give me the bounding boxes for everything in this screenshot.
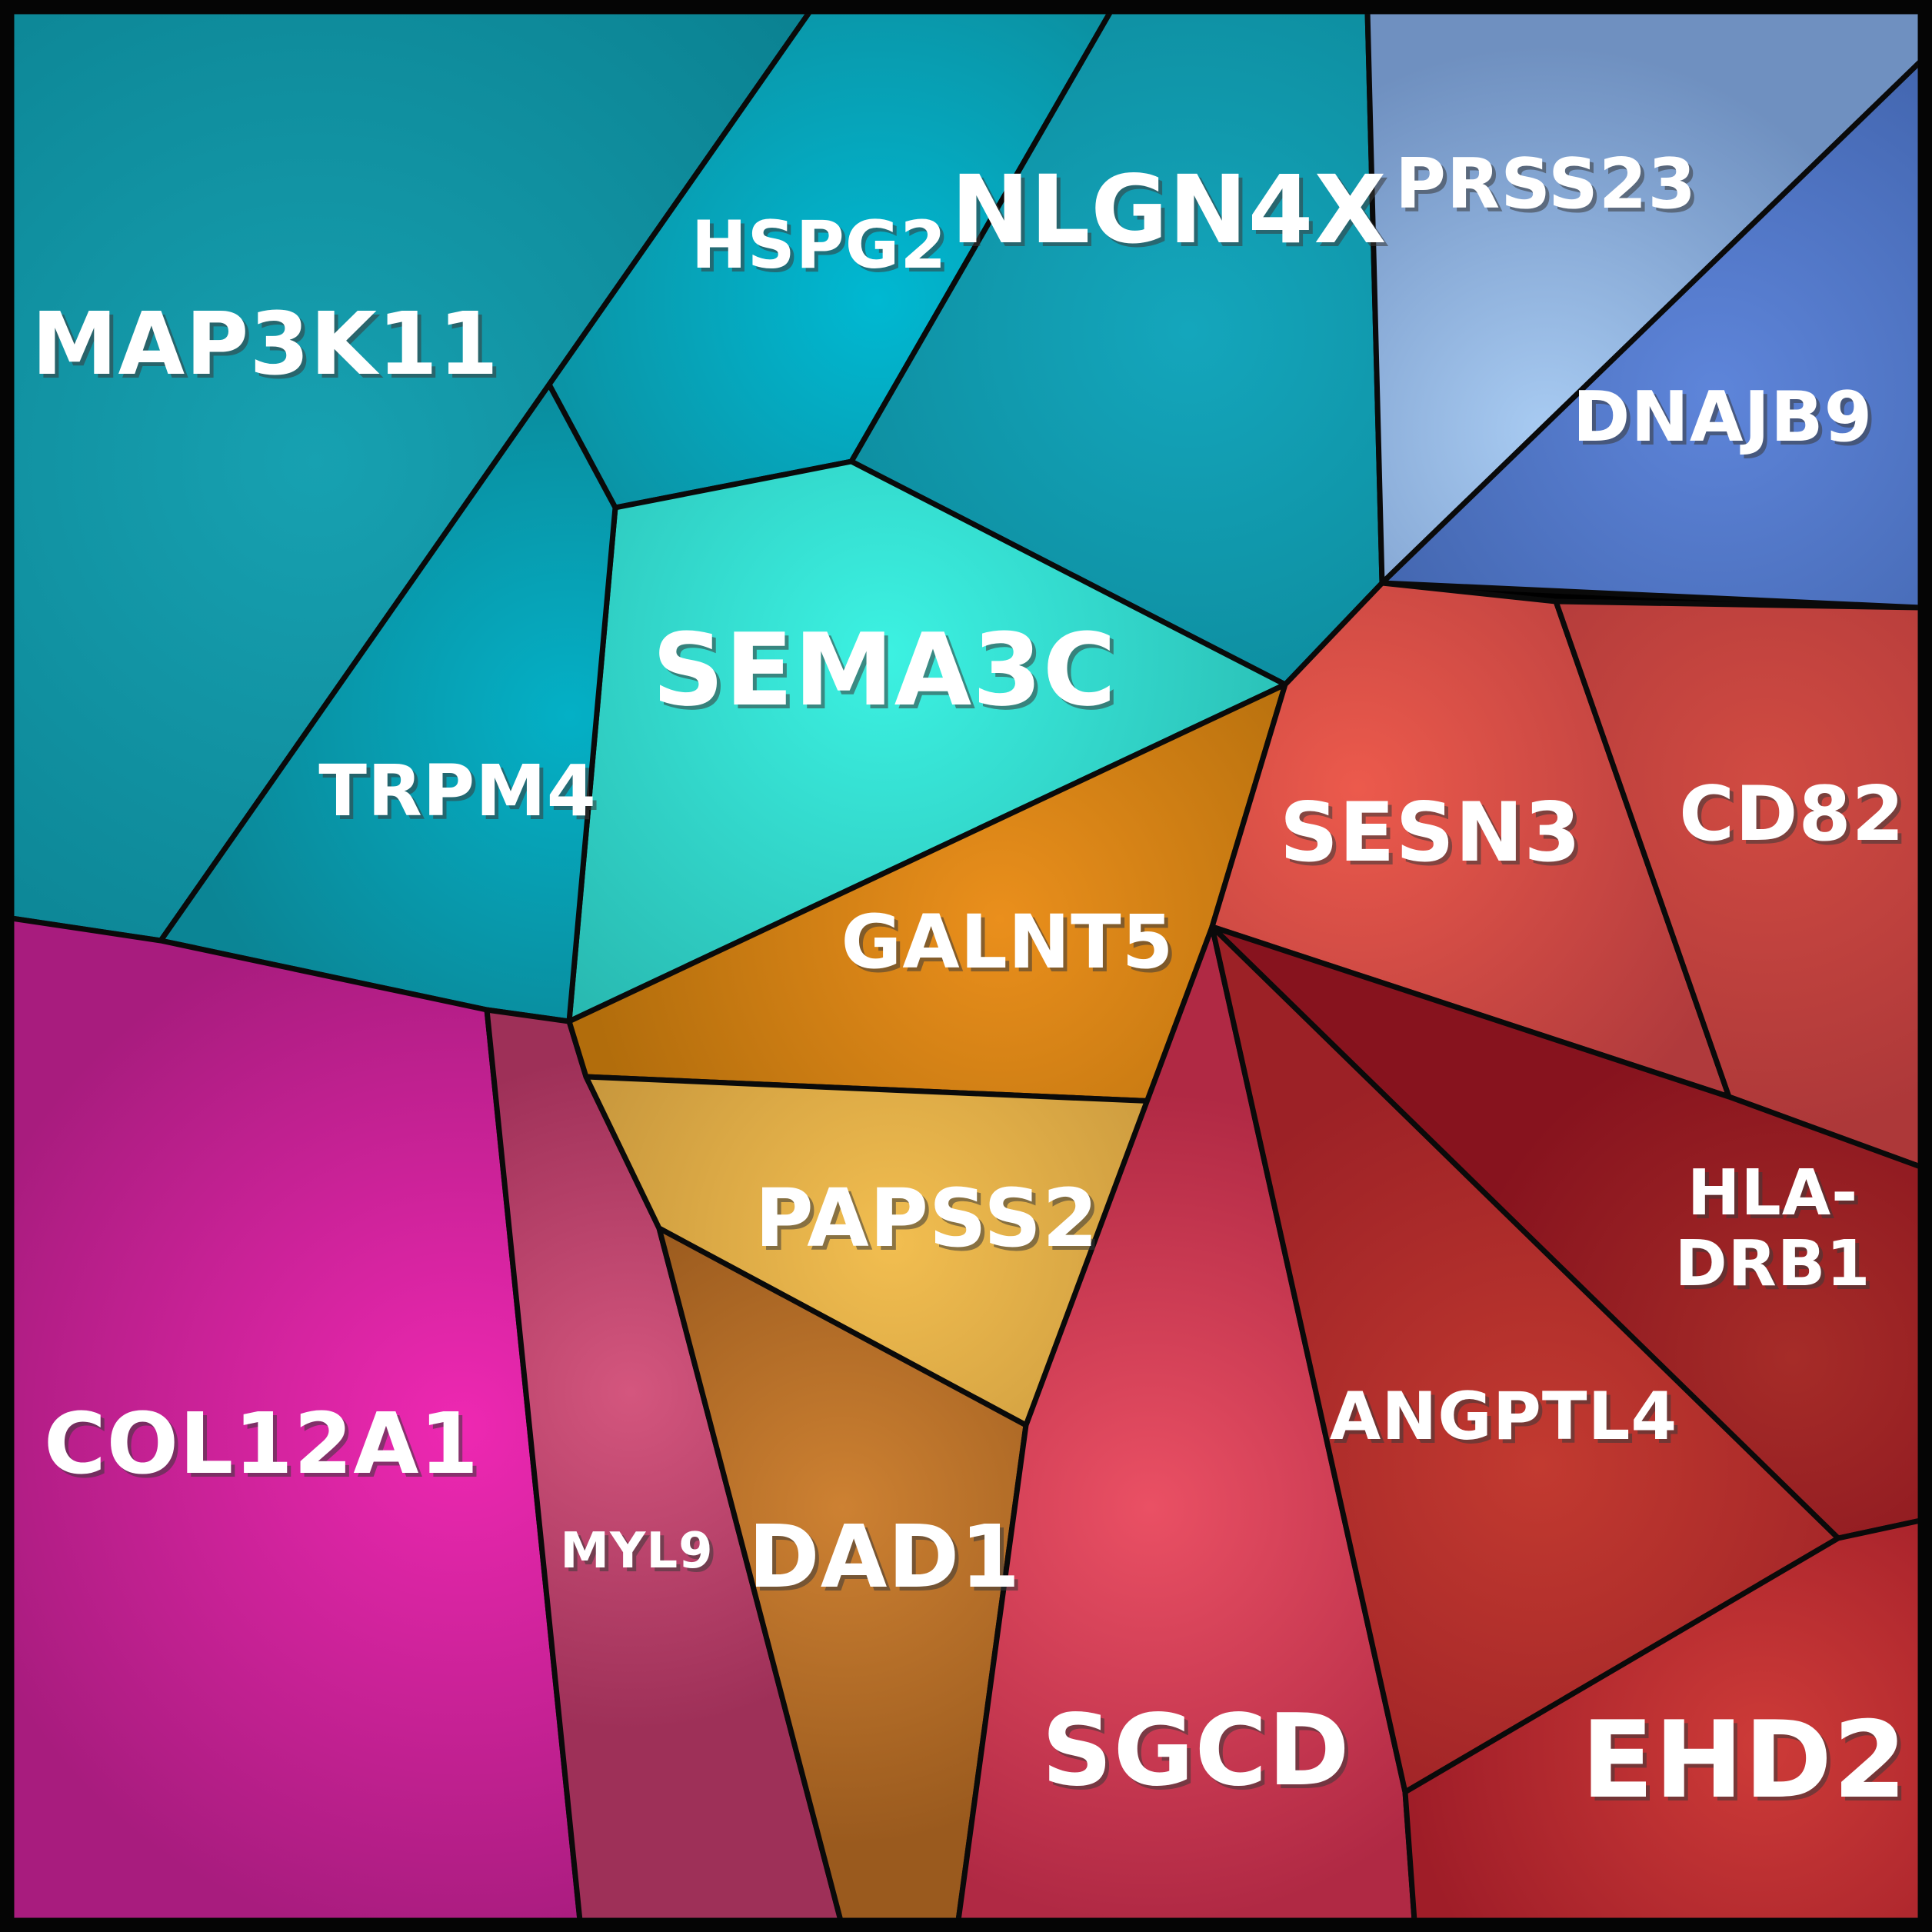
treemap-cell-label-angptl4: ANGPTL4 <box>1330 1378 1677 1455</box>
treemap-cell-label-nlgn4x: NLGN4X <box>951 155 1387 265</box>
treemap-cell-label-shadow-hspg2: HSPG2 <box>695 211 951 288</box>
treemap-cell-label-galnt5: GALNT5 <box>841 899 1174 985</box>
treemap-cell-label-shadow-cd82: CD82 <box>1683 774 1909 862</box>
treemap-cell-label-shadow-sesn3: SESN3 <box>1284 789 1586 884</box>
treemap-cell-label-shadow-papss2: PAPSS2 <box>759 1175 1103 1269</box>
treemap-cell-label-dad1: DAD1 <box>748 1507 1021 1607</box>
treemap-cell-label-shadow-galnt5: GALNT5 <box>845 903 1178 989</box>
treemap-cell-label-prss23: PRSS23 <box>1395 144 1697 225</box>
treemap-cell-label-shadow-sgcd: SGCD <box>1045 1697 1354 1812</box>
cells-layer <box>8 8 1924 1924</box>
treemap-cell-label-shadow-nlgn4x: NLGN4X <box>954 159 1391 268</box>
treemap-cell-label-col12a1: COL12A1 <box>44 1394 479 1493</box>
treemap-cell-label-hla-drb1: HLA-DRB1 <box>1675 1158 1871 1301</box>
treemap-cell-label-shadow-col12a1: COL12A1 <box>48 1398 483 1497</box>
treemap-cell-label-sgcd: SGCD <box>1041 1694 1350 1808</box>
treemap-cell-label-cd82: CD82 <box>1679 771 1905 858</box>
treemap-cell-label-shadow-ehd2: EHD2 <box>1585 1702 1911 1826</box>
treemap-cell-label-sema3c: SEMA3C <box>652 611 1117 728</box>
treemap-cell-label-shadow-prss23: PRSS23 <box>1399 148 1700 228</box>
treemap-cell-label-map3k11: MAP3K11 <box>32 295 499 395</box>
treemap-cell-label-papss2: PAPSS2 <box>755 1171 1099 1265</box>
treemap-cell-label-ehd2: EHD2 <box>1581 1698 1907 1822</box>
treemap-cell-label-myl9: MYL9 <box>560 1523 713 1580</box>
treemap-cell-label-shadow-hla-drb1: HLA-DRB1 <box>1679 1161 1875 1305</box>
treemap-cell-label-shadow-angptl4: ANGPTL4 <box>1334 1382 1681 1459</box>
treemap-cell-label-shadow-sema3c: SEMA3C <box>656 615 1121 732</box>
treemap-cell-label-shadow-trpm4: TRPM4 <box>322 754 601 836</box>
treemap-cell-label-hspg2: HSPG2 <box>691 207 947 284</box>
treemap-cell-label-shadow-dnajb9: DNAJB9 <box>1577 381 1877 461</box>
treemap-cell-label-shadow-dad1: DAD1 <box>752 1511 1025 1611</box>
treemap-cell-label-shadow-map3k11: MAP3K11 <box>35 298 503 398</box>
treemap-cell-label-trpm4: TRPM4 <box>318 750 597 832</box>
treemap-cell-label-shadow-myl9: MYL9 <box>564 1527 717 1584</box>
treemap-cell-label-sesn3: SESN3 <box>1280 785 1582 880</box>
treemap-cell-label-dnajb9: DNAJB9 <box>1573 377 1873 458</box>
